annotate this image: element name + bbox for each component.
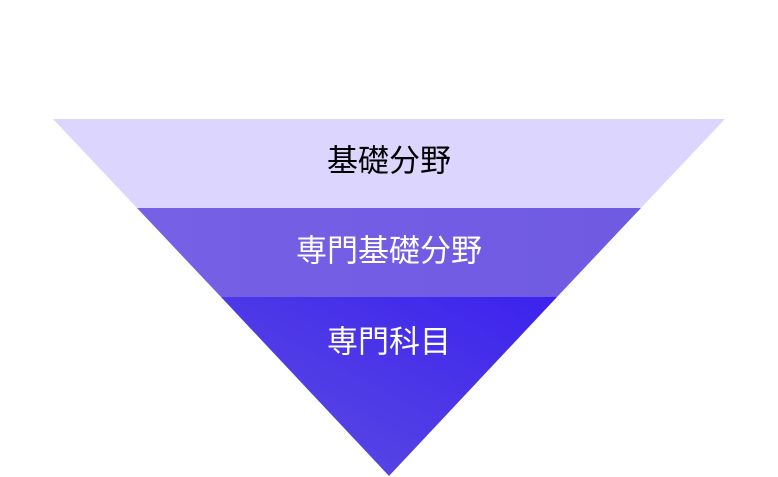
layer-1-shape: [53, 119, 725, 208]
layer-2-shape: [137, 208, 641, 297]
layer-3-label: 専門科目: [327, 325, 451, 361]
layer-3-shape: [221, 297, 557, 476]
layer-2-label: 専門基礎分野: [296, 234, 482, 270]
layer-1-label: 基礎分野: [327, 144, 451, 180]
